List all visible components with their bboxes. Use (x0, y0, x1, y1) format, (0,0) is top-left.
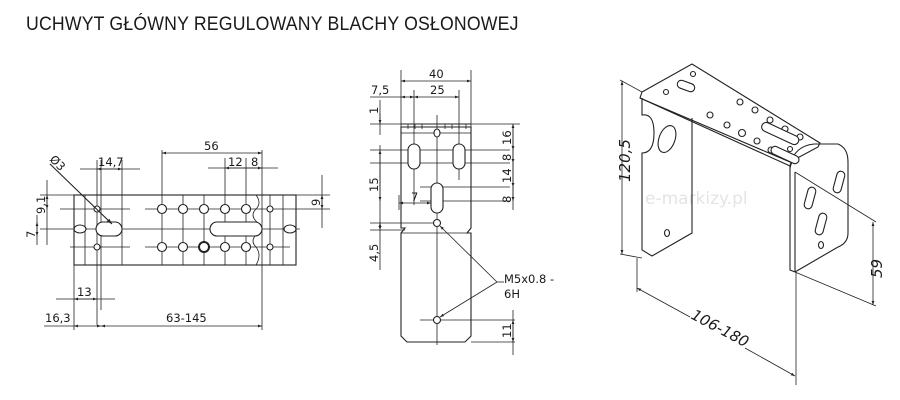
side-view-outline (400, 126, 472, 343)
dim-hole-diameter: Ø3 (47, 152, 68, 173)
dim-7-5: 7,5 (371, 83, 389, 97)
drawing-title: UCHWYT GŁÓWNY REGULOWANY BLACHY OSŁONOWE… (26, 14, 519, 35)
top-view: Ø3 14,7 56 12 8 9,1 7 9 13 16,3 63-145 (24, 139, 330, 330)
dim-14-7: 14,7 (98, 155, 124, 169)
top-slot-left (95, 221, 123, 237)
iso-left-leg (641, 98, 693, 257)
dim-16-3: 16,3 (45, 311, 71, 325)
dim-14: 14 (500, 168, 514, 183)
dim-depth: 59 (868, 259, 886, 278)
watermark: e-markizy.pl (645, 189, 748, 209)
dim-15: 15 (367, 177, 381, 192)
side-view: M5x0.8 - 6H 40 7,5 25 1 15 7 4,5 16 8 14… (367, 67, 554, 355)
threaded-hole-upper (432, 218, 442, 228)
dim-7-side: 7 (411, 190, 418, 204)
dim-56: 56 (204, 139, 219, 153)
threaded-hole-lower (432, 315, 442, 325)
bottom-holes-row (93, 241, 274, 253)
thread-spec-line2: 6H (504, 287, 520, 301)
dim-16: 16 (500, 130, 514, 145)
dim-9-1: 9,1 (34, 196, 48, 214)
dim-9-right: 9 (309, 199, 323, 206)
dim-4-5: 4,5 (367, 244, 381, 262)
top-holes-row (93, 203, 274, 215)
dim-11: 11 (500, 323, 514, 338)
dim-8-a: 8 (500, 154, 514, 161)
dim-height: 120,5 (616, 139, 634, 182)
side-slot-right (452, 143, 466, 170)
dim-25: 25 (430, 83, 445, 97)
dim-8-b: 8 (500, 196, 514, 203)
top-slot-main (209, 221, 263, 237)
dim-7-top: 7 (24, 231, 38, 238)
side-slot-left (407, 143, 421, 170)
dim-1: 1 (367, 107, 381, 114)
dim-12: 12 (228, 155, 243, 169)
dim-63-145: 63-145 (166, 311, 207, 325)
side-slot-center (430, 182, 444, 214)
iso-view: e-markizy.pl 120,5 59 (616, 63, 886, 385)
dim-width: 106-180 (688, 306, 752, 351)
thread-spec-line1: M5x0.8 - (504, 272, 554, 286)
dim-13: 13 (77, 285, 92, 299)
dim-8-top: 8 (251, 155, 258, 169)
dim-40: 40 (429, 67, 444, 81)
